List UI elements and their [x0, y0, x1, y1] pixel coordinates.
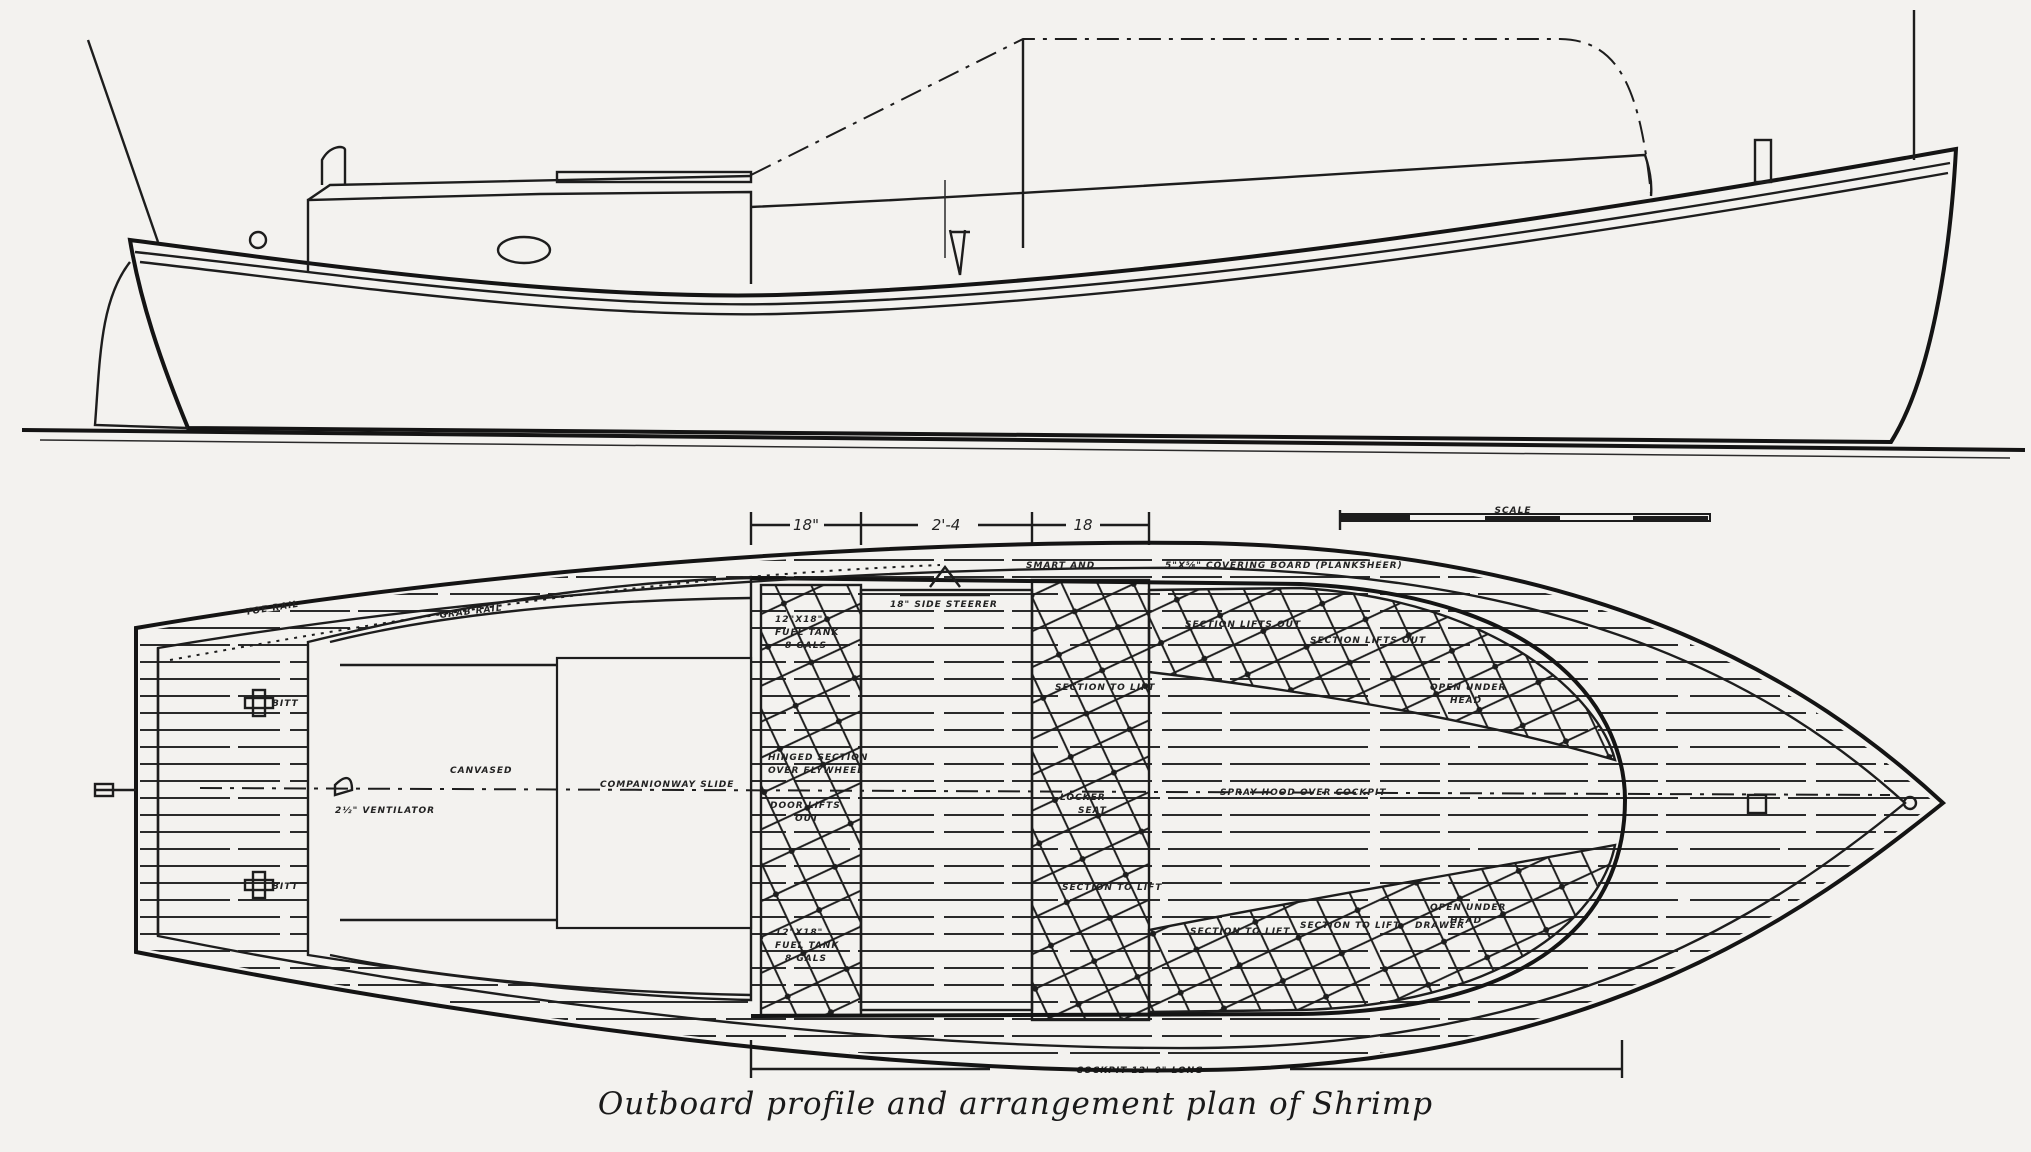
label-drawer: DRAWER [1415, 921, 1465, 931]
label-companionway: COMPANIONWAY SLIDE [600, 780, 734, 790]
ventilator [320, 145, 347, 185]
label-hinged-section: HINGED SECTION [768, 753, 868, 763]
dim-2-4: 2'-4 [932, 516, 961, 534]
label-side-steerer: 18" SIDE STEERER [890, 600, 998, 610]
grab-rail-lower [329, 953, 752, 997]
stern-chock [93, 782, 115, 798]
dim-18-fwd: 18 [1073, 516, 1092, 534]
spray-hood-outline [750, 576, 1628, 1018]
side-steerer-profile [948, 229, 970, 276]
label-open-under-upper: OPEN UNDER [1430, 683, 1506, 693]
label-ventilator: 2½" VENTILATOR [335, 806, 435, 816]
scale-label: SCALE [1495, 506, 1532, 516]
label-covering-board: 5"X⅝" COVERING BOARD (PLANKSHEER) [1165, 561, 1403, 571]
label-fuel-tank-upper-3: 8 GALS [785, 641, 827, 651]
label-section-to-lift-low2: SECTION TO LIFT [1300, 921, 1400, 931]
label-fuel-tank-lower-3: 8 GALS [785, 954, 827, 964]
hull-profile [127, 146, 1959, 445]
label-section-to-lift-upper: SECTION TO LIFT [1055, 683, 1155, 693]
side-steerer-plan-icon [900, 565, 990, 597]
bow-bitt-icon [1746, 793, 1768, 815]
label-fuel-tank-lower-2: FUEL TANK [775, 941, 839, 951]
hull-outline-plan [134, 540, 1947, 1073]
label-section-lifts-out-2: SECTION LIFTS OUT [1310, 636, 1426, 646]
upper-side-seat-hatched [1147, 586, 1617, 762]
cockpit-floor [859, 588, 1034, 1012]
figure-caption: Outboard profile and arrangement plan of… [597, 1086, 1434, 1122]
aft-seat-hatched [759, 583, 863, 1017]
scale-bar: SCALE [1338, 506, 1711, 530]
waterline [21, 428, 2026, 452]
rudder [93, 261, 189, 430]
label-over-flywheel: OVER FLYWHEEL [768, 766, 864, 776]
bitt-lower-icon [243, 870, 275, 900]
label-fuel-tank-lower: 12"X18" [775, 928, 823, 938]
grab-rail [329, 596, 752, 644]
bitt-profile [248, 230, 268, 250]
sheer-line [134, 161, 1951, 306]
centerline [199, 787, 1891, 796]
ventilator-plan-icon [333, 776, 354, 797]
cabin-top [307, 174, 752, 201]
companionway-hatch [555, 170, 753, 184]
label-door-lifts: DOOR LIFTS [770, 801, 841, 811]
cabin-trunk [306, 190, 753, 284]
companionway-slide [555, 656, 753, 930]
label-section-to-lift-low: SECTION TO LIFT [1190, 927, 1290, 937]
dim-18-aft: 18" [793, 516, 819, 534]
spray-hood-raised [750, 38, 1652, 195]
stem-head-icon [1902, 795, 1918, 811]
label-bitt-upper: BITT [272, 699, 299, 709]
label-door-out: OUT [795, 814, 819, 824]
toe-rail-fastenings [169, 564, 941, 661]
flagstaff-stern [86, 39, 160, 243]
lower-side-seat-hatched [1147, 843, 1617, 1014]
arrangement-plan: TOE RAIL GRAB RAIL BITT BITT CANVASED CO… [93, 540, 1947, 1073]
label-smart-and: SMART AND [1026, 561, 1095, 571]
label-open-under-lower: OPEN UNDER [1430, 903, 1506, 913]
bitt-upper-icon [243, 688, 275, 718]
outboard-profile [21, 10, 2026, 459]
label-head-lower: HEAD [1450, 916, 1482, 926]
spray-hood-folded [750, 153, 1653, 209]
label-fuel-tank-upper-2: FUEL TANK [775, 628, 839, 638]
waterline-shadow [39, 439, 2011, 459]
label-head-upper: HEAD [1450, 696, 1482, 706]
port-light [496, 235, 552, 265]
label-seat: SEAT [1078, 806, 1107, 816]
label-spray-hood: SPRAY HOOD OVER COCKPIT [1220, 788, 1386, 798]
label-section-to-lift-mid: SECTION TO LIFT [1062, 883, 1162, 893]
label-canvased: CANVASED [450, 766, 513, 776]
bow-cleat [1753, 138, 1773, 184]
label-fuel-tank-upper: 12"X18" [775, 615, 823, 625]
label-bitt-lower: BITT [272, 882, 299, 892]
rub-rail [139, 171, 1949, 316]
label-locker: LOCKER [1060, 793, 1106, 803]
label-toe-rail: TOE RAIL [245, 600, 300, 618]
label-section-lifts-out-1: SECTION LIFTS OUT [1185, 620, 1301, 630]
